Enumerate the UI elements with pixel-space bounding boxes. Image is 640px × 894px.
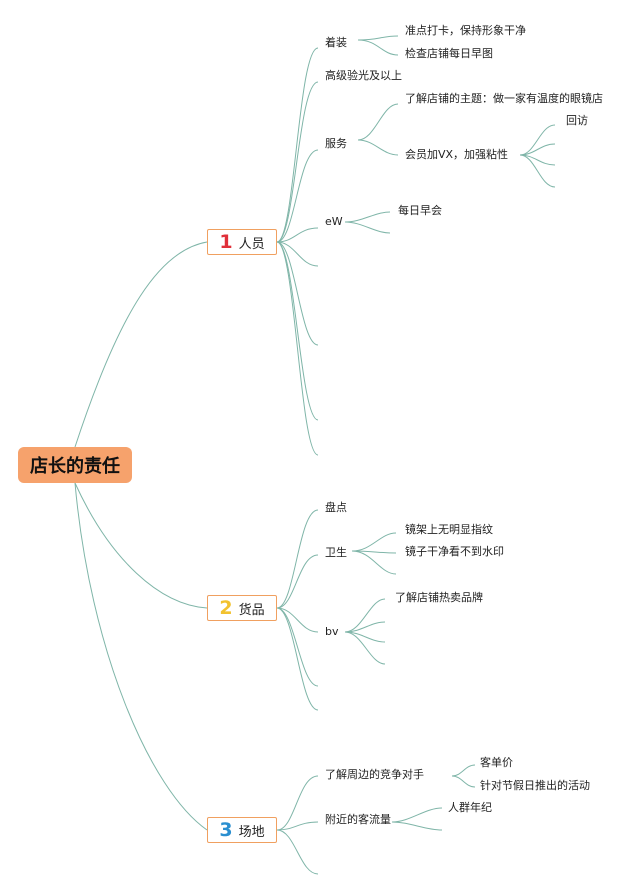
branch-label: 人员 [238,236,265,252]
branch-personnel[interactable]: 1 人员 [207,229,277,255]
topic-traffic-age[interactable]: 人群年纪 [448,801,492,814]
topic-service-member[interactable]: 会员加VX，加强粘性 [405,148,509,161]
topic-attire-checkin[interactable]: 准点打卡，保持形象干净 [405,24,526,37]
topic-service-theme[interactable]: 了解店铺的主题：做一家有温度的眼镜店 [405,92,603,105]
topic-competitors-price[interactable]: 客单价 [480,756,513,769]
branch-number: 3 [219,818,233,841]
root-node[interactable]: 店长的责任 [18,447,132,483]
branch-number: 2 [219,596,233,619]
topic-ew[interactable]: eW [325,215,343,228]
branch-venue[interactable]: 3 场地 [207,817,277,843]
topic-senior-optometry[interactable]: 高级验光及以上 [325,69,402,82]
topic-hygiene-mirror[interactable]: 镜子干净看不到水印 [405,545,504,558]
branch-label: 货品 [238,602,265,618]
topic-inventory[interactable]: 盘点 [325,501,347,514]
topic-ew-meeting[interactable]: 每日早会 [398,204,442,217]
topic-attire-photo[interactable]: 检查店铺每日早图 [405,47,493,60]
branch-goods[interactable]: 2 货品 [207,595,277,621]
topic-bv[interactable]: bv [325,625,339,638]
topic-traffic[interactable]: 附近的客流量 [325,813,391,826]
topic-competitors-holiday[interactable]: 针对节假日推出的活动 [480,779,590,792]
topic-hygiene[interactable]: 卫生 [325,546,347,559]
topic-attire[interactable]: 着装 [325,36,347,49]
topic-bv-brands[interactable]: 了解店铺热卖品牌 [395,591,483,604]
branch-label: 场地 [238,824,265,840]
topic-competitors[interactable]: 了解周边的竞争对手 [325,768,424,781]
topic-member-revisit[interactable]: 回访 [566,114,588,127]
branch-number: 1 [219,230,233,253]
topic-hygiene-frames[interactable]: 镜架上无明显指纹 [405,523,493,536]
topic-service[interactable]: 服务 [325,137,347,150]
